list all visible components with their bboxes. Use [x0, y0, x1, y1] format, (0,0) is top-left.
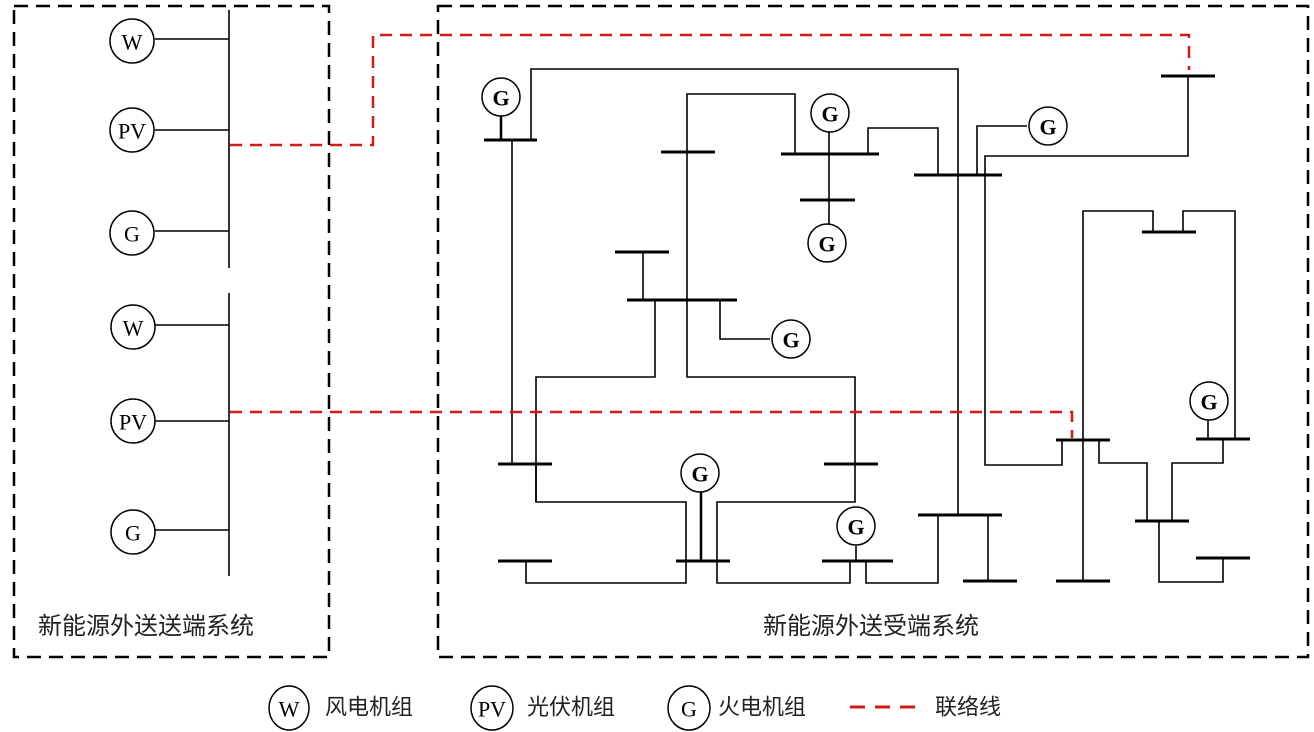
branch — [535, 300, 687, 561]
pv-icon — [109, 107, 155, 153]
unit-label: G — [124, 222, 140, 247]
thermal-generator: G — [807, 223, 847, 263]
branch — [686, 93, 796, 154]
branch — [1158, 521, 1224, 583]
unit-label: G — [782, 328, 799, 353]
generator-icon — [771, 319, 811, 359]
thermal-generator: G — [810, 93, 850, 133]
branch — [686, 300, 856, 561]
unit-label: W — [122, 30, 143, 55]
thermal-unit: G — [110, 509, 156, 555]
legend-item-thermal: G 火电机组 — [667, 685, 806, 731]
branch — [530, 68, 959, 515]
legend-item-tie-line: 联络线 — [850, 696, 1001, 721]
legend-item-pv: PV 光伏机组 — [470, 685, 615, 731]
branch — [984, 76, 1189, 175]
unit-label: PV — [118, 119, 146, 144]
generator-icon — [481, 77, 521, 117]
generator-icon — [807, 223, 847, 263]
unit-label: G — [125, 521, 141, 546]
generator-icon — [1189, 381, 1229, 421]
unit-label: G — [1039, 115, 1056, 140]
thermal-generator: G — [680, 453, 720, 493]
branch — [525, 561, 687, 584]
thermal-unit: G — [109, 210, 155, 256]
wind-icon — [110, 304, 156, 350]
generator-icon — [836, 506, 876, 546]
generator-icon — [109, 210, 155, 256]
branch — [1182, 210, 1236, 439]
thermal-generator: G — [771, 319, 811, 359]
unit-label: G — [691, 462, 708, 487]
unit-label: G — [818, 232, 835, 257]
pv-icon — [110, 398, 156, 444]
thermal-generator: G — [481, 77, 521, 117]
unit-label: G — [847, 515, 864, 540]
gen-stub — [719, 300, 770, 340]
legend: W 风电机组 PV 光伏机组 G 火电机组 联络线 — [268, 685, 1001, 731]
receiving-network — [484, 68, 1250, 584]
unit-label: W — [123, 316, 144, 341]
legend-item-wind: W 风电机组 — [268, 685, 413, 731]
unit-label: G — [1200, 390, 1217, 415]
legend-label: 联络线 — [935, 696, 1001, 721]
sending-system: W PV G W PV G 新能源外送送端系统 — [38, 10, 254, 640]
gen-stub — [976, 125, 1027, 175]
branch — [1098, 440, 1148, 521]
unit-label: PV — [119, 410, 147, 435]
branch — [865, 515, 939, 584]
generator-icon — [680, 453, 720, 493]
thermal-generator: G — [1028, 106, 1068, 146]
branch — [716, 561, 851, 584]
wind-unit: W — [110, 304, 156, 350]
sending-region-frame — [12, 4, 331, 659]
legend-symbol: PV — [478, 697, 506, 722]
generator-icon — [667, 685, 711, 731]
legend-label: 光伏机组 — [527, 696, 615, 721]
pv-unit: PV — [109, 107, 155, 153]
generator-icon — [110, 509, 156, 555]
pv-icon — [470, 685, 514, 731]
branch — [984, 175, 1063, 466]
legend-label: 火电机组 — [718, 696, 806, 721]
branch — [1171, 439, 1224, 521]
legend-label: 风电机组 — [325, 696, 413, 721]
branch — [867, 127, 939, 175]
tie-line-upper — [230, 33, 1191, 147]
branch — [1082, 210, 1154, 440]
legend-symbol: G — [681, 697, 697, 722]
thermal-generator: G — [836, 506, 876, 546]
wind-icon — [268, 685, 310, 731]
generator-icon — [810, 93, 850, 133]
unit-label: G — [821, 102, 838, 127]
wind-icon — [109, 18, 155, 64]
pv-unit: PV — [110, 398, 156, 444]
receiving-generators: G G G G G G G G — [481, 77, 1229, 546]
generator-icon — [1028, 106, 1068, 146]
tie-line-lower — [230, 410, 1074, 438]
legend-symbol: W — [279, 697, 300, 722]
unit-label: G — [492, 86, 509, 111]
receiving-region-frame — [436, 4, 1310, 659]
thermal-generator: G — [1189, 381, 1229, 421]
receiving-region-title: 新能源外送受端系统 — [763, 612, 979, 640]
wind-unit: W — [109, 18, 155, 64]
sending-region-title: 新能源外送送端系统 — [38, 612, 254, 640]
